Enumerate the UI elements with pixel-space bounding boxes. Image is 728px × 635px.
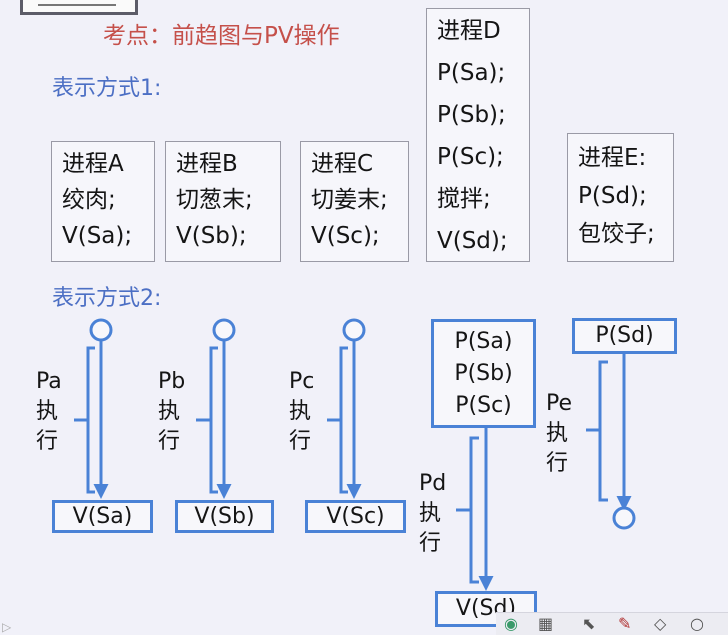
process-a-line: V(Sa); <box>62 223 133 249</box>
bracket-a <box>86 346 95 494</box>
exec-label-d: Pd 执 行 <box>419 469 446 559</box>
p-sa-sb-sc-box: P(Sa) P(Sb) P(Sc) <box>431 319 536 428</box>
exec-label-b-line: 执 <box>158 399 181 424</box>
exec-label-b-line: Pb <box>158 369 186 394</box>
v-sb-box: V(Sb) <box>175 500 274 533</box>
p-line: P(Sa) <box>454 329 513 354</box>
exec-label-e-line: 执 <box>546 421 569 446</box>
v-sc-box: V(Sc) <box>305 500 406 533</box>
bracket-d <box>469 436 479 584</box>
heading-method-1: 表示方式1: <box>52 76 162 101</box>
process-a-line: 绞肉; <box>62 187 116 213</box>
pointer-icon[interactable]: ⬉ <box>582 614 596 633</box>
exec-label-d-line: 执 <box>419 501 442 526</box>
exec-label-b: Pb 执 行 <box>158 367 185 457</box>
process-c-line: 进程C <box>311 151 374 177</box>
process-e-line: 进程E: <box>578 145 647 171</box>
process-c-box: 进程C 切姜末; V(Sc); <box>300 141 409 262</box>
p-sd-box: P(Sd) <box>572 318 677 354</box>
presentation-toolbar: ◉ ▦ ⬉ ✎ ◇ ○ <box>496 612 728 635</box>
exec-label-e-line: 行 <box>546 451 569 476</box>
slide-title: 考点：前趋图与PV操作 <box>103 23 340 49</box>
p-line: P(Sb) <box>454 361 513 386</box>
v-sa-box: V(Sa) <box>52 500 153 533</box>
process-b-line: 切葱末; <box>176 187 253 213</box>
exec-label-c-line: 执 <box>289 399 312 424</box>
top-frame-inner <box>38 0 116 6</box>
process-b-line: 进程B <box>176 151 238 177</box>
process-c-line: 切姜末; <box>311 187 388 213</box>
process-c-line: V(Sc); <box>311 223 380 249</box>
process-e-line: P(Sd); <box>578 183 647 209</box>
process-a-line: 进程A <box>62 151 124 177</box>
exec-label-a-line: 执 <box>36 399 59 424</box>
exec-label-a-line: 行 <box>36 429 59 454</box>
process-d-line: P(Sb); <box>437 102 506 128</box>
camera-icon[interactable]: ◉ <box>504 614 518 633</box>
p-line: P(Sc) <box>455 393 512 418</box>
exec-label-c-line: Pc <box>289 369 315 394</box>
node-a-start <box>89 318 113 342</box>
process-e-line: 包饺子; <box>578 221 655 247</box>
node-e-end <box>612 506 636 530</box>
exec-label-a-line: Pa <box>36 369 62 394</box>
node-c-start <box>342 318 366 342</box>
play-icon: ▷ <box>2 620 12 634</box>
search-icon[interactable]: ○ <box>690 614 704 633</box>
node-b-start <box>212 318 236 342</box>
process-d-box: 进程D P(Sa); P(Sb); P(Sc); 搅拌; V(Sd); <box>426 8 530 262</box>
process-d-line: V(Sd); <box>437 228 508 254</box>
pen-icon[interactable]: ✎ <box>618 614 632 633</box>
exec-label-b-line: 行 <box>158 429 181 454</box>
bracket-b <box>209 346 218 494</box>
process-b-box: 进程B 切葱末; V(Sb); <box>165 141 281 262</box>
exec-label-a: Pa 执 行 <box>36 367 62 457</box>
process-d-line: 进程D <box>437 18 501 44</box>
exec-label-e: Pe 执 行 <box>546 389 572 479</box>
eraser-icon[interactable]: ◇ <box>654 614 667 633</box>
heading-method-2: 表示方式2: <box>52 286 162 311</box>
process-d-line: P(Sa); <box>437 60 506 86</box>
grid-icon[interactable]: ▦ <box>538 614 554 633</box>
process-d-line: P(Sc); <box>437 144 504 170</box>
process-a-box: 进程A 绞肉; V(Sa); <box>51 141 155 262</box>
exec-label-c: Pc 执 行 <box>289 367 314 457</box>
exec-label-e-line: Pe <box>546 391 573 416</box>
exec-label-d-line: Pd <box>419 471 447 496</box>
process-e-box: 进程E: P(Sd); 包饺子; <box>567 133 674 262</box>
top-frame-decoration <box>20 0 138 15</box>
process-b-line: V(Sb); <box>176 223 247 249</box>
bracket-c <box>339 346 348 494</box>
process-d-line: 搅拌; <box>437 186 491 212</box>
bracket-e <box>598 360 608 502</box>
exec-label-d-line: 行 <box>419 531 442 556</box>
exec-label-c-line: 行 <box>289 429 312 454</box>
